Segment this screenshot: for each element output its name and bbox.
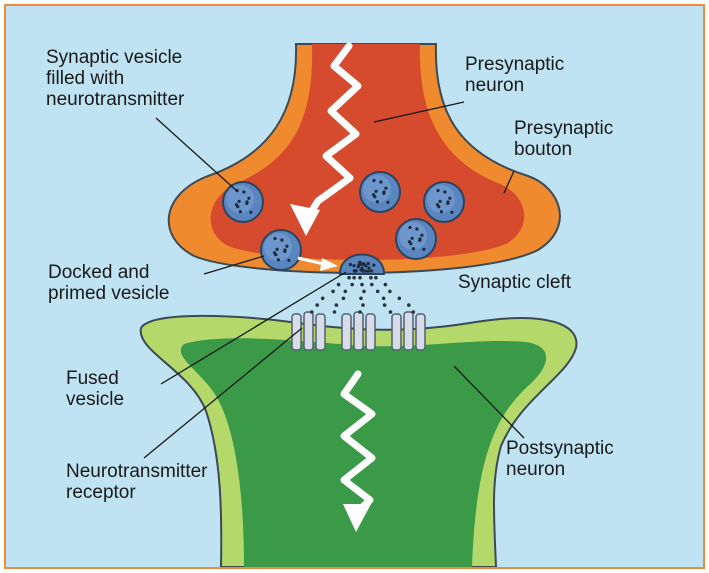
docking-arrow xyxy=(297,256,325,266)
neurotransmitter-receptors xyxy=(291,311,426,351)
presynaptic-signal-arrow xyxy=(302,42,362,224)
leader-presynaptic-bouton xyxy=(503,170,515,194)
vesicle-5 xyxy=(260,229,302,271)
leader-docked-vesicle xyxy=(203,255,265,275)
postsynaptic-arrowhead xyxy=(343,504,371,532)
label-presynaptic-bouton: Presynaptic bouton xyxy=(514,118,614,160)
leader-presynaptic-neuron xyxy=(373,101,465,123)
label-presynaptic-neuron: Presynaptic neuron xyxy=(465,54,565,96)
leader-fused-vesicle xyxy=(160,271,347,385)
docking-arrowhead xyxy=(320,258,338,271)
vesicle-4 xyxy=(395,218,437,260)
leader-synaptic-vesicle xyxy=(155,117,239,193)
neurotransmitter-particles xyxy=(310,260,416,314)
leader-receptor xyxy=(143,327,303,459)
leader-postsynaptic-neuron xyxy=(453,365,525,439)
postsynaptic-signal-arrow xyxy=(340,370,376,515)
label-docked-vesicle: Docked and primed vesicle xyxy=(48,262,170,304)
label-postsynaptic-neuron: Postsynaptic neuron xyxy=(506,438,614,480)
label-synaptic-cleft: Synaptic cleft xyxy=(458,272,571,293)
presynaptic-arrowhead xyxy=(290,204,320,236)
diagram-frame: Synaptic vesicle filled with neurotransm… xyxy=(4,4,705,569)
label-neurotransmitter-receptor: Neurotransmitter receptor xyxy=(66,461,208,503)
vesicle-3 xyxy=(423,181,465,223)
vesicle-1 xyxy=(222,181,264,223)
label-fused-vesicle: Fused vesicle xyxy=(66,368,125,410)
vesicle-2 xyxy=(359,171,401,213)
synapse-diagram xyxy=(139,42,578,567)
label-synaptic-vesicle: Synaptic vesicle filled with neurotransm… xyxy=(46,47,185,110)
leader-lines xyxy=(143,101,525,459)
